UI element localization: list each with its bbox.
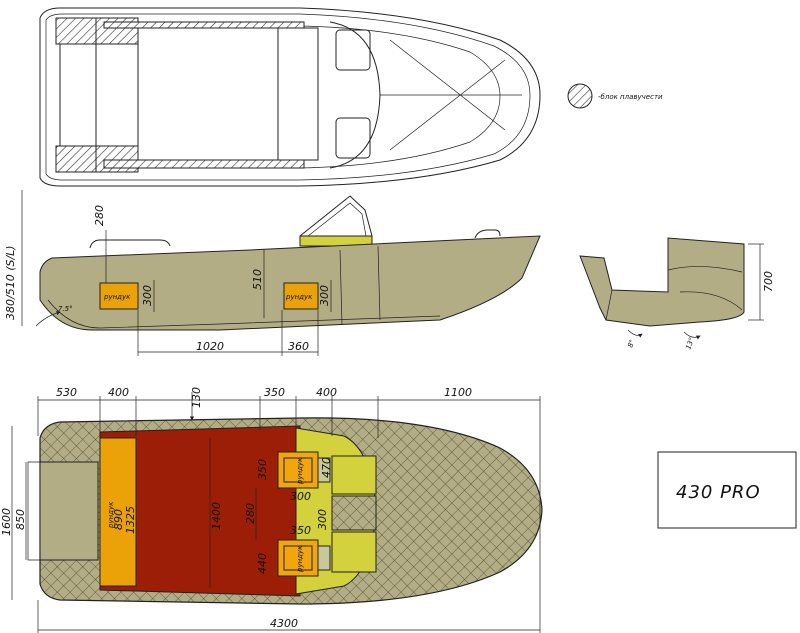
side-dim-300b: 300: [318, 285, 331, 306]
plan-dim-440: 440: [256, 553, 269, 574]
plan-transom: [39, 461, 99, 561]
title-box: 430 PRO: [657, 451, 797, 529]
top-view: [39, 7, 541, 187]
plan-dim-1400: 1400: [210, 502, 223, 530]
top-console: [277, 27, 319, 161]
plan-dim-470: 470: [320, 457, 333, 478]
plan-dim-300b: 300: [316, 509, 329, 530]
plan-dim-1100: 1100: [444, 386, 472, 399]
plan-dim-890: 890: [112, 509, 125, 530]
plan-dim-130: 130: [190, 387, 203, 408]
side-tag-a: рундук: [103, 293, 131, 301]
model-title: 430 PRO: [676, 482, 761, 503]
plan-dim-350a: 350: [264, 386, 285, 399]
section-hull: [579, 237, 745, 327]
title-frame: [657, 451, 797, 529]
side-dim-height-sl: 380/510 (S/L): [4, 245, 17, 320]
plan-dim-1325: 1325: [124, 506, 137, 534]
side-view: рундук рундук 380/510 (S/L) 280 510 300 …: [4, 190, 541, 356]
legend-label: -блок плавучести: [598, 93, 663, 101]
plan-dim-350b: 350: [256, 459, 269, 480]
plan-dim-280: 280: [244, 503, 257, 524]
plan-dim-1600: 1600: [0, 508, 13, 536]
top-view-hull-outline: [39, 7, 541, 187]
plan-dim-850: 850: [14, 509, 27, 530]
plan-dim-300a: 300: [290, 490, 311, 503]
flotation-legend-icon: [567, 83, 593, 109]
section-dim-700: 700: [762, 271, 775, 292]
plan-dim-350c: 350: [290, 524, 311, 537]
side-tag-b: рундук: [285, 293, 313, 301]
side-dim-300a: 300: [141, 285, 154, 306]
plan-dim-400b: 400: [316, 386, 337, 399]
side-dim-510: 510: [251, 269, 264, 290]
plan-tag-bow: рундук: [107, 501, 115, 529]
plan-tag-seat-bottom: рундук: [296, 545, 304, 573]
plan-dim-530: 530: [56, 386, 77, 399]
legend: -блок плавучести: [567, 83, 663, 109]
side-dim-280: 280: [93, 205, 106, 226]
plan-view: рундук рундук рундук 530 400 130 350 400…: [0, 386, 543, 633]
plan-dim-4300: 4300: [270, 617, 298, 630]
plan-bow-storage: [99, 437, 137, 587]
plan-dim-400a: 400: [108, 386, 129, 399]
side-storage-box-a: [99, 282, 139, 310]
side-storage-box-b: [283, 282, 319, 310]
section-dim-8: 8°: [626, 338, 636, 348]
section-view: 700 8° 13°: [579, 237, 775, 351]
side-dim-1020: 1020: [196, 340, 224, 353]
side-dim-deadrise: 7.5°: [58, 305, 73, 313]
section-dim-13: 13°: [684, 336, 696, 350]
side-dim-360: 360: [288, 340, 309, 353]
plan-tag-seat-top: рундук: [296, 457, 304, 485]
